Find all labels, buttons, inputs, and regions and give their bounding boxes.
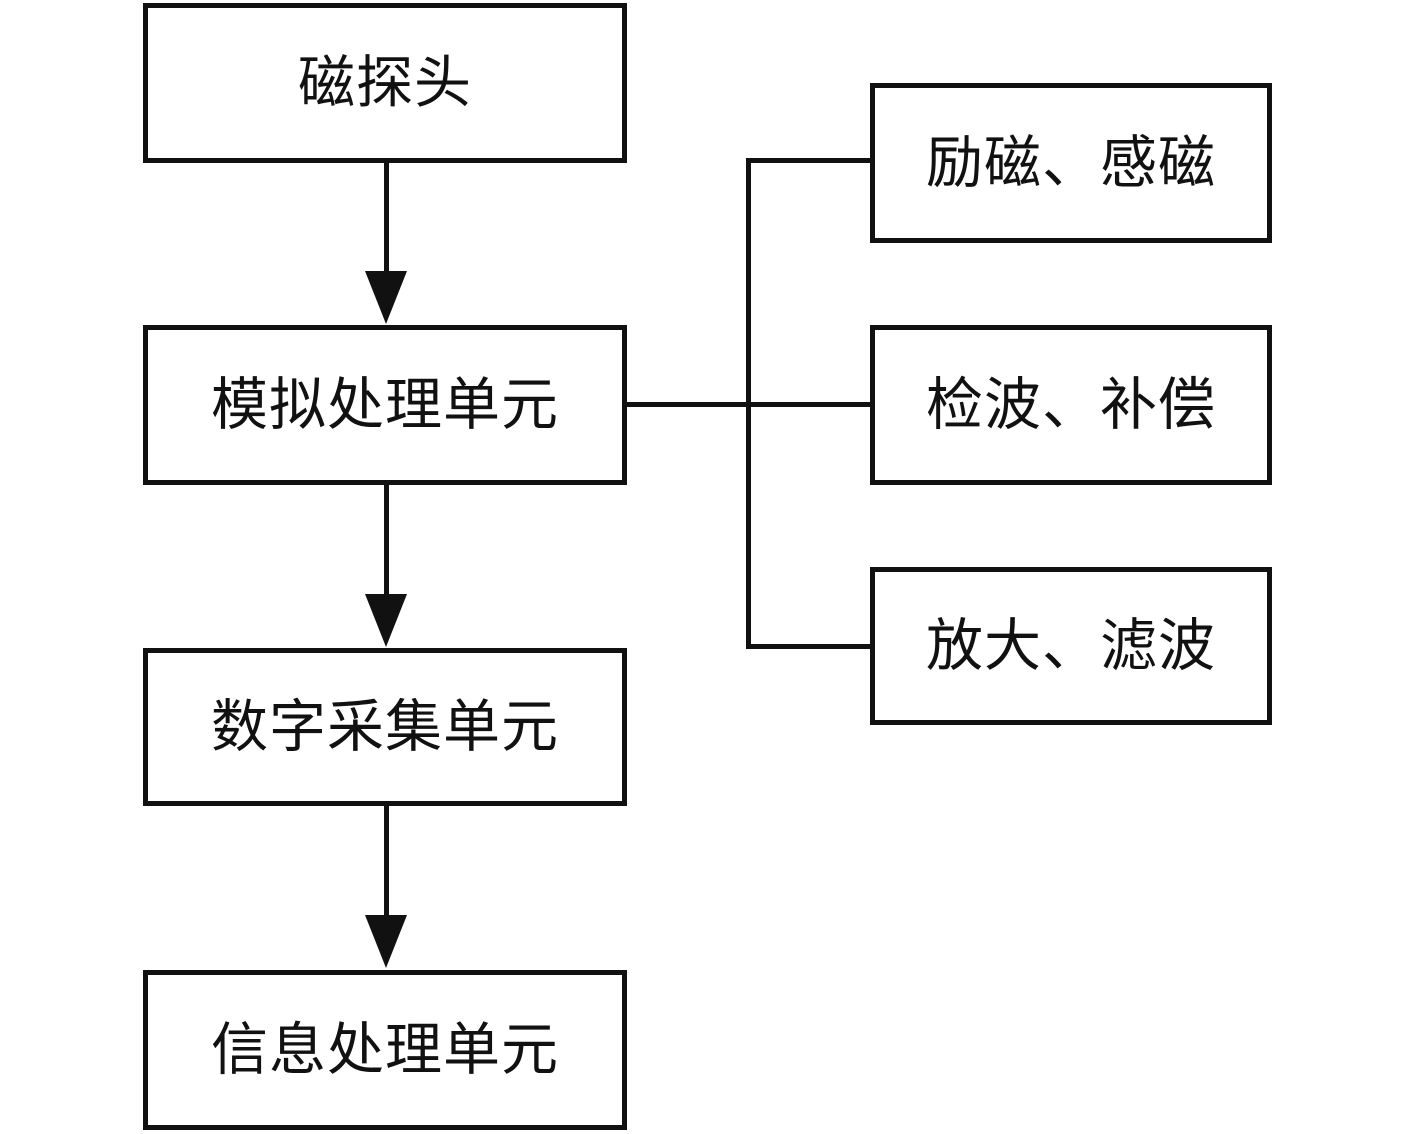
arrow-digital-to-info-head-icon	[365, 915, 407, 968]
node-amplification-filtering: 放大、滤波	[870, 567, 1272, 725]
connector-to-amplification	[746, 644, 870, 649]
node-magnetic-probe-label: 磁探头	[298, 49, 472, 116]
arrow-analog-to-digital-stem	[384, 485, 389, 597]
node-excitation-sensing-label: 励磁、感磁	[926, 129, 1216, 196]
node-analog-processing-unit: 模拟处理单元	[143, 325, 627, 485]
node-detection-compensation-label: 检波、补偿	[926, 371, 1216, 438]
arrow-probe-to-analog-head-icon	[365, 271, 407, 324]
node-detection-compensation: 检波、补偿	[870, 325, 1272, 485]
node-magnetic-probe: 磁探头	[143, 3, 627, 163]
node-digital-acquisition-unit: 数字采集单元	[143, 648, 627, 806]
connector-to-excitation	[746, 158, 870, 163]
node-information-processing-unit: 信息处理单元	[143, 970, 627, 1130]
connector-trunk-vertical	[746, 158, 751, 649]
arrow-digital-to-info-stem	[384, 806, 389, 918]
node-amplification-filtering-label: 放大、滤波	[926, 612, 1216, 679]
node-digital-acquisition-unit-label: 数字采集单元	[211, 693, 559, 760]
node-excitation-sensing: 励磁、感磁	[870, 83, 1272, 243]
arrow-probe-to-analog-stem	[384, 163, 389, 275]
node-analog-processing-unit-label: 模拟处理单元	[211, 371, 559, 438]
node-information-processing-unit-label: 信息处理单元	[211, 1016, 559, 1083]
arrow-analog-to-digital-head-icon	[365, 594, 407, 647]
